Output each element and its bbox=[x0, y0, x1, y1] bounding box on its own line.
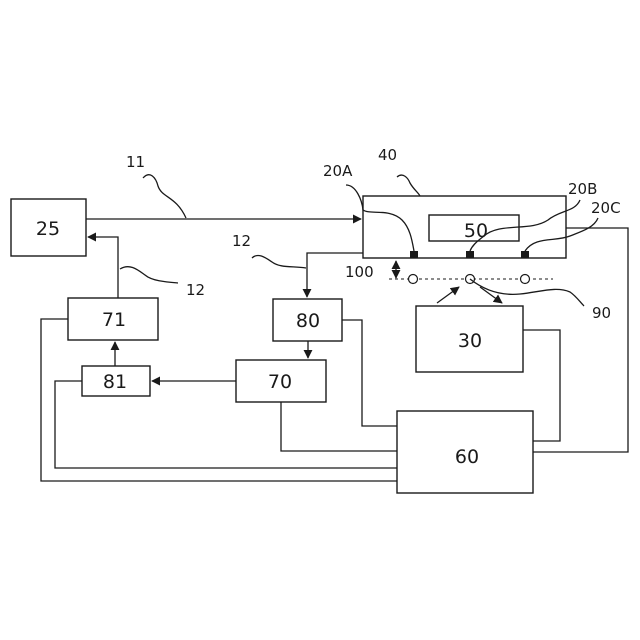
block-50-label: 50 bbox=[464, 220, 488, 242]
block-30-label: 30 bbox=[458, 330, 482, 352]
ref-90: 90 bbox=[592, 304, 611, 322]
leader-12-top bbox=[252, 255, 306, 268]
arrow-particle-to-30 bbox=[480, 287, 502, 303]
wire-80-to-60 bbox=[342, 320, 397, 426]
leader-12-left bbox=[120, 267, 178, 283]
ref-20B: 20B bbox=[568, 180, 597, 198]
block-60: 60 bbox=[397, 411, 533, 493]
block-60-label: 60 bbox=[455, 446, 479, 468]
arrow-30-to-particle bbox=[437, 287, 459, 303]
leader-11 bbox=[143, 175, 186, 218]
ref-11: 11 bbox=[126, 153, 145, 171]
ref-20A: 20A bbox=[323, 162, 353, 180]
block-25-label: 25 bbox=[36, 218, 60, 240]
ref-100: 100 bbox=[345, 263, 374, 281]
ref-40: 40 bbox=[378, 146, 397, 164]
signal-line-12-to-25 bbox=[88, 237, 118, 298]
leader-40 bbox=[397, 175, 420, 196]
particle-3 bbox=[521, 275, 530, 284]
particle-1 bbox=[409, 275, 418, 284]
block-70: 70 bbox=[236, 360, 326, 402]
block-80: 80 bbox=[273, 299, 342, 341]
block-25: 25 bbox=[11, 199, 86, 256]
block-81-label: 81 bbox=[103, 371, 127, 393]
sensor-20C bbox=[521, 251, 529, 258]
ref-20C: 20C bbox=[591, 199, 621, 217]
block-71-label: 71 bbox=[102, 309, 126, 331]
ref-12-top: 12 bbox=[232, 232, 251, 250]
wire-71-to-60 bbox=[41, 319, 397, 481]
block-71: 71 bbox=[68, 298, 158, 340]
sensor-20A bbox=[410, 251, 418, 258]
wire-40-to-60 bbox=[533, 228, 628, 452]
ref-12-left: 12 bbox=[186, 281, 205, 299]
block-30: 30 bbox=[416, 306, 523, 372]
block-70-label: 70 bbox=[268, 371, 292, 393]
block-81: 81 bbox=[82, 366, 150, 396]
sensor-20B bbox=[466, 251, 474, 258]
block-80-label: 80 bbox=[296, 310, 320, 332]
